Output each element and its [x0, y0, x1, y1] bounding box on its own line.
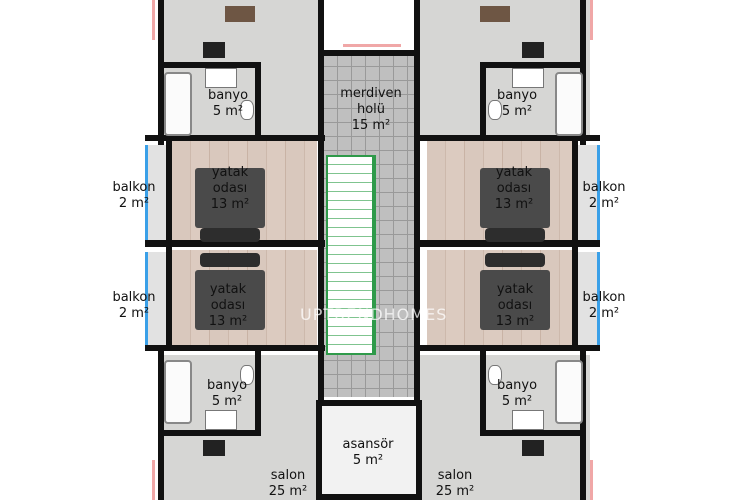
stove-br — [522, 440, 544, 456]
wall — [480, 430, 586, 436]
stove-tr — [522, 42, 544, 58]
wall — [158, 0, 164, 145]
wall — [480, 62, 586, 68]
bed-tl — [195, 168, 265, 228]
wall — [414, 345, 600, 351]
bathtub-bl — [164, 360, 192, 424]
bathtub-br — [555, 360, 583, 424]
wall — [318, 56, 324, 401]
stove-bl — [203, 440, 225, 456]
wall — [580, 0, 586, 145]
toilet-tl — [240, 100, 254, 120]
wall — [480, 351, 486, 436]
wall — [255, 351, 261, 436]
rail-left-bottom — [152, 460, 155, 500]
wall — [414, 56, 420, 401]
bathtub-tr — [555, 72, 583, 136]
balcony-glass-bl — [145, 252, 148, 345]
table-tl — [225, 6, 255, 22]
sink-bl — [205, 410, 237, 430]
wall — [158, 430, 258, 436]
bed-br — [480, 270, 550, 330]
rail-left-top — [152, 0, 155, 40]
toilet-br — [488, 365, 502, 385]
wall — [480, 62, 486, 135]
wall — [318, 50, 420, 56]
bed-tr — [480, 168, 550, 228]
bathtub-tl — [164, 72, 192, 136]
table-tr — [480, 6, 510, 22]
bed-bl — [195, 270, 265, 330]
wall — [145, 135, 325, 141]
wall — [414, 135, 600, 141]
wall — [158, 62, 258, 68]
wall — [572, 141, 578, 345]
balcony-tl — [148, 145, 170, 240]
wall — [414, 0, 420, 60]
balcony-glass-tl — [145, 145, 148, 240]
rail-right-bottom — [590, 460, 593, 500]
rail-right-top — [590, 0, 593, 40]
wall — [158, 350, 164, 500]
stove-tl — [203, 42, 225, 58]
balcony-glass-tr — [597, 145, 600, 240]
balcony-bl — [148, 252, 170, 345]
sink-tl — [205, 68, 237, 88]
toilet-tr — [488, 100, 502, 120]
sink-tr — [512, 68, 544, 88]
elevator-shaft — [316, 400, 422, 500]
wall — [166, 141, 172, 345]
wall — [145, 240, 325, 247]
sink-br — [512, 410, 544, 430]
wall — [145, 345, 325, 351]
pillow-tl — [200, 228, 260, 242]
rail-top-stair — [343, 44, 401, 47]
wall — [580, 350, 586, 500]
balcony-tr — [575, 145, 597, 240]
balcony-glass-br — [597, 252, 600, 345]
pillow-br — [485, 253, 545, 267]
wall — [414, 240, 600, 247]
staircase — [326, 155, 374, 355]
watermark: UPTRENDHOMES — [300, 305, 448, 324]
pillow-bl — [200, 253, 260, 267]
wall — [318, 0, 324, 60]
balcony-br — [575, 252, 597, 345]
toilet-bl — [240, 365, 254, 385]
stair-divider — [373, 155, 376, 355]
wall — [255, 62, 261, 135]
pillow-tr — [485, 228, 545, 242]
